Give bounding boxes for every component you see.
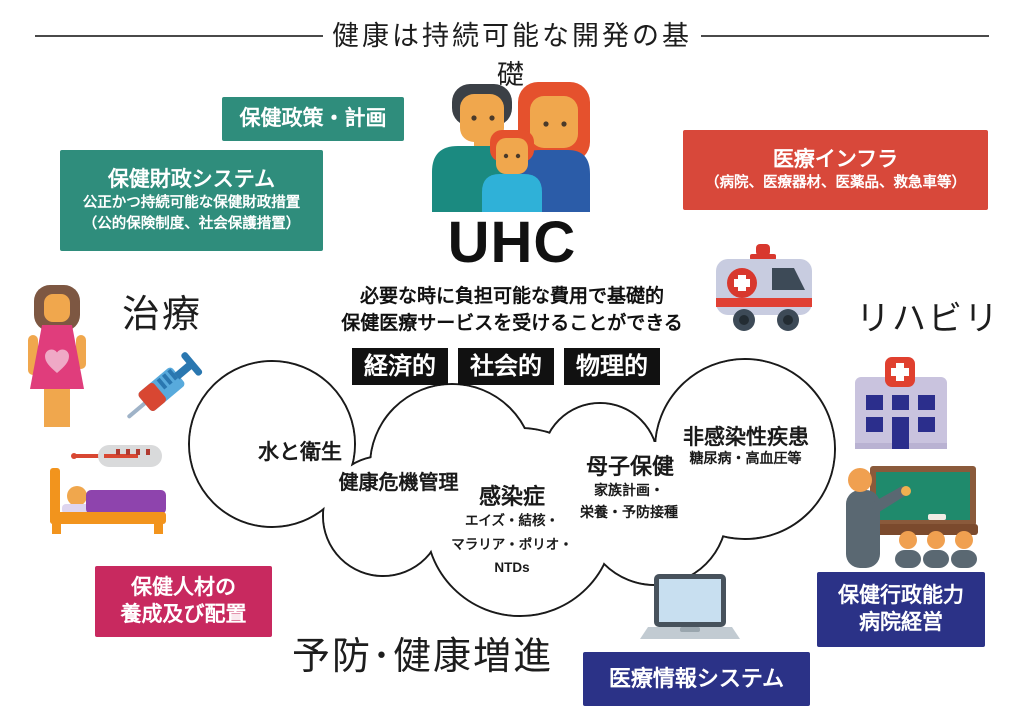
access-tag-social: 社会的 (458, 348, 554, 386)
laptop-icon (640, 574, 740, 639)
policy-box-title: 保健政策・計画 (239, 106, 387, 130)
access-tag-economic: 経済的 (352, 348, 448, 386)
policy-box: 保健政策・計画 (222, 97, 404, 141)
uhc-description-line1: 必要な時に負担可能な費用で基礎的 (359, 286, 664, 307)
information-system-box: 医療情報システム (583, 652, 810, 706)
administration-box-line2: 病院経営 (859, 610, 943, 634)
header-rule-right (701, 35, 989, 37)
classroom-training-icon (846, 466, 978, 568)
hospital-icon (855, 357, 947, 449)
human-resources-box-line1: 保健人材の (131, 576, 236, 600)
family-icon (432, 82, 590, 212)
services-cloud (188, 358, 836, 617)
header-rule-left (35, 35, 323, 37)
human-resources-box: 保健人材の 養成及び配置 (95, 566, 272, 637)
pregnant-woman-icon (28, 285, 86, 427)
infrastructure-box-subtitle: （病院、医療器材、医薬品、救急車等） (705, 174, 966, 191)
access-tag-row: 経済的 社会的 物理的 (352, 348, 660, 386)
uhc-description-line2: 保健医療サービスを受けることができる (341, 312, 683, 334)
human-resources-box-line2: 養成及び配置 (120, 602, 247, 626)
finance-box: 保健財政システム 公正かつ持続可能な保健財政措置 （公的保険制度、社会保護措置） (60, 150, 323, 251)
finance-box-subtitle-2: （公的保険制度、社会保護措置） (82, 215, 301, 232)
uhc-description: 必要な時に負担可能な費用で基礎的 保健医療サービスを受けることができる (312, 284, 712, 338)
thermometer-icon (71, 445, 162, 467)
cloud-item-water-sanitation: 水と衛生 (258, 441, 342, 464)
cloud-item-maternal-child-health-detail: 家族計画・ 栄養・予防接種 (580, 482, 678, 521)
page-title: 健康は持続可能な開発の基礎 (332, 21, 692, 90)
cloud-item-ncd-detail: 糖尿病・高血圧等 (689, 450, 802, 466)
cloud-item-infectious-diseases: 感染症 (478, 484, 545, 509)
cloud-item-maternal-child-health: 母子保健 (585, 454, 674, 479)
administration-box: 保健行政能力 病院経営 (817, 572, 985, 647)
stage-prevention-label: 予防･健康増進 (292, 636, 554, 678)
stage-treatment-label: 治療 (122, 294, 203, 336)
ambulance-icon (716, 244, 812, 331)
infrastructure-box-title: 医療インフラ (772, 147, 899, 171)
uhc-acronym: UHC (447, 210, 577, 275)
syringe-icon (127, 352, 203, 419)
administration-box-line1: 保健行政能力 (838, 584, 964, 608)
infrastructure-box: 医療インフラ （病院、医療器材、医薬品、救急車等） (683, 130, 988, 210)
finance-box-subtitle-1: 公正かつ持続可能な保健財政措置 (82, 195, 301, 212)
information-system-box-title: 医療情報システム (608, 666, 785, 692)
stage-rehabilitation-label: リハビリ (856, 301, 1000, 338)
finance-box-title: 保健財政システム (107, 168, 276, 192)
cloud-item-ncd: 非感染性疾患 (683, 426, 809, 449)
cloud-item-health-crisis: 健康危機管理 (338, 472, 459, 494)
patient-bed-icon (50, 468, 166, 534)
access-tag-physical: 物理的 (564, 348, 660, 386)
cloud-item-infectious-diseases-detail: エイズ・結核・ マラリア・ポリオ・ NTDs (451, 513, 573, 576)
